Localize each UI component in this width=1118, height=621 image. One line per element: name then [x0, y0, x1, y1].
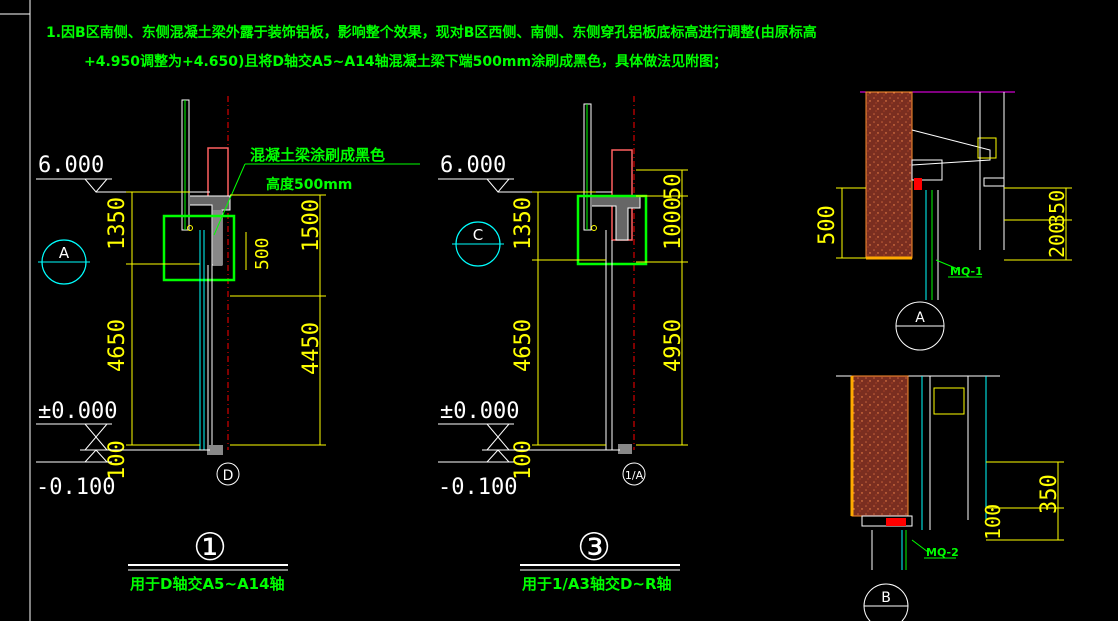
detail-b: MQ-2 350 100 B	[836, 375, 1064, 621]
concrete-beam	[207, 147, 229, 201]
highlight-box	[162, 214, 236, 282]
caption-3: 用于1/A3轴交D~R轴	[522, 575, 672, 593]
axis-tag-1a-label: 1/A	[625, 469, 644, 482]
concrete-wall-b	[851, 375, 909, 517]
detail-number-3: ③	[577, 525, 611, 569]
dim-4650-3: 4650	[511, 319, 536, 372]
note-line-1: 1.因B区南侧、东侧混凝土梁外露于装饰铝板，影响整个效果，现对B区西侧、南侧、东…	[46, 24, 817, 41]
level-bottom: -0.100	[36, 475, 115, 500]
dim-1500: 1500	[299, 199, 324, 252]
level-bottom-3: -0.100	[438, 475, 517, 500]
dim-100: 100	[105, 440, 130, 480]
base-block-3	[618, 444, 632, 454]
dim-500-a: 500	[815, 205, 840, 245]
level-symbol	[84, 178, 108, 193]
dim-4950-3: 4950	[661, 319, 686, 372]
axis-tag-1a	[622, 462, 646, 486]
detail-number-1: ①	[193, 525, 227, 569]
dim-4650: 4650	[105, 319, 130, 372]
dim-500: 500	[252, 237, 273, 270]
detail-3: 6.000 1350 4650 100 50 1000 4950 C ±0.00…	[438, 96, 688, 593]
concrete-wall-a	[865, 91, 913, 259]
tag-mq2: MQ-2	[926, 546, 959, 559]
axis-tag-d-label: D	[223, 468, 234, 484]
dim-200-a: 200	[1045, 222, 1069, 258]
base-block	[207, 445, 223, 455]
symbol-a-label: A	[915, 310, 925, 326]
note-line-2: +4.950调整为+4.650)且将D轴交A5~A14轴混凝土梁下端500mm涂…	[84, 53, 727, 70]
dim-350-b: 350	[1037, 474, 1062, 514]
level-top-3: 6.000	[440, 153, 506, 178]
level-zero: ±0.000	[38, 399, 117, 424]
symbol-b-label: B	[881, 590, 891, 606]
dim-100-b: 100	[981, 504, 1005, 540]
callout-leader	[213, 163, 246, 236]
section-symbol-a-label: A	[59, 244, 70, 262]
dim-1350: 1350	[105, 197, 130, 250]
beam-bracket	[190, 195, 231, 266]
dim-100-3: 100	[511, 440, 536, 480]
level-top: 6.000	[38, 153, 104, 178]
callout-text-1: 混凝土梁涂刷成黑色	[250, 146, 385, 164]
beam-bracket-3	[592, 195, 641, 241]
detail-a: MQ-1 500 200 350 A	[815, 91, 1072, 351]
dim-1350-3: 1350	[511, 197, 536, 250]
axis-tag-d	[216, 462, 240, 486]
caption-1: 用于D轴交A5~A14轴	[130, 575, 285, 593]
black-paint-zone	[213, 210, 222, 265]
dim-1000-3: 1000	[661, 197, 686, 250]
dim-50-3: 50	[661, 174, 686, 201]
level-zero-3: ±0.000	[440, 399, 519, 424]
tag-mq1: MQ-1	[950, 265, 983, 278]
dim-350-a: 350	[1045, 190, 1069, 226]
dim-4450: 4450	[299, 322, 324, 375]
section-symbol-c-label: C	[473, 226, 483, 244]
callout-text-2: 高度500mm	[266, 176, 352, 193]
detail-1: 混凝土梁涂刷成黑色 高度500mm 6.000 1350 4650 100 15…	[36, 96, 420, 593]
